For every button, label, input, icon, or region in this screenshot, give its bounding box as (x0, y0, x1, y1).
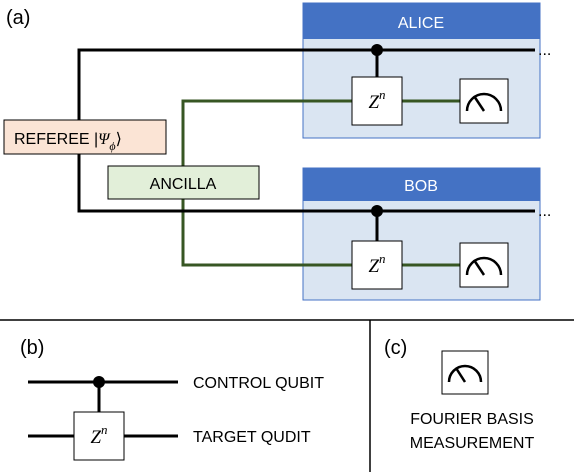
alice-title: ALICE (398, 15, 444, 32)
referee-ket: ⟩ (116, 131, 122, 148)
svg-text:Zn: Zn (368, 251, 385, 277)
alice-meter-icon (459, 78, 509, 124)
alice-zn-gate: Zn (351, 76, 403, 126)
control-qubit-label: CONTROL QUBIT (193, 375, 324, 392)
panel-b-gate-exp: n (101, 422, 108, 437)
referee-psi: Ψ (98, 131, 111, 148)
fourier-caption-line1: FOURIER BASIS (410, 411, 534, 428)
alice-wire-ellipsis: ... (538, 42, 551, 59)
bob-title: BOB (404, 178, 438, 195)
bob-wire-ellipsis: ... (538, 203, 551, 220)
ancilla-wire-to-bob (181, 193, 352, 267)
bob-gate-base: Z (368, 256, 379, 277)
alice-header (303, 3, 540, 39)
panel-b-control-dot (93, 376, 105, 388)
bob-meter-icon (459, 242, 509, 288)
svg-text:REFEREE |Ψϕ⟩: REFEREE |Ψϕ⟩ (14, 131, 122, 153)
bob-control-dot (371, 205, 383, 217)
svg-text:Zn: Zn (368, 87, 385, 113)
referee-phi: ϕ (109, 139, 115, 153)
panel-c-meter-icon (441, 350, 489, 395)
fourier-caption-line2: MEASUREMENT (410, 435, 535, 452)
panel-b-zn-gate: Zn (73, 411, 125, 461)
panel-a-label: (a) (6, 7, 30, 29)
ancilla-box: ANCILLA (107, 165, 260, 200)
referee-box: REFEREE |Ψϕ⟩ (3, 119, 167, 155)
referee-label: REFEREE | (14, 131, 98, 148)
panel-c-label: (c) (384, 337, 407, 359)
alice-control-dot (371, 44, 383, 56)
bob-zn-gate: Zn (351, 240, 403, 290)
bob-header (303, 168, 540, 201)
alice-gate-base: Z (368, 92, 379, 113)
svg-text:Zn: Zn (90, 422, 107, 448)
panel-b-gate-base: Z (90, 427, 101, 448)
alice-gate-exp: n (379, 87, 386, 102)
panel-b-label: (b) (20, 337, 44, 359)
bob-gate-exp: n (379, 251, 386, 266)
alice-party-box: ALICE (302, 2, 541, 139)
ancilla-label: ANCILLA (150, 176, 217, 193)
target-qudit-label: TARGET QUDIT (193, 429, 311, 446)
